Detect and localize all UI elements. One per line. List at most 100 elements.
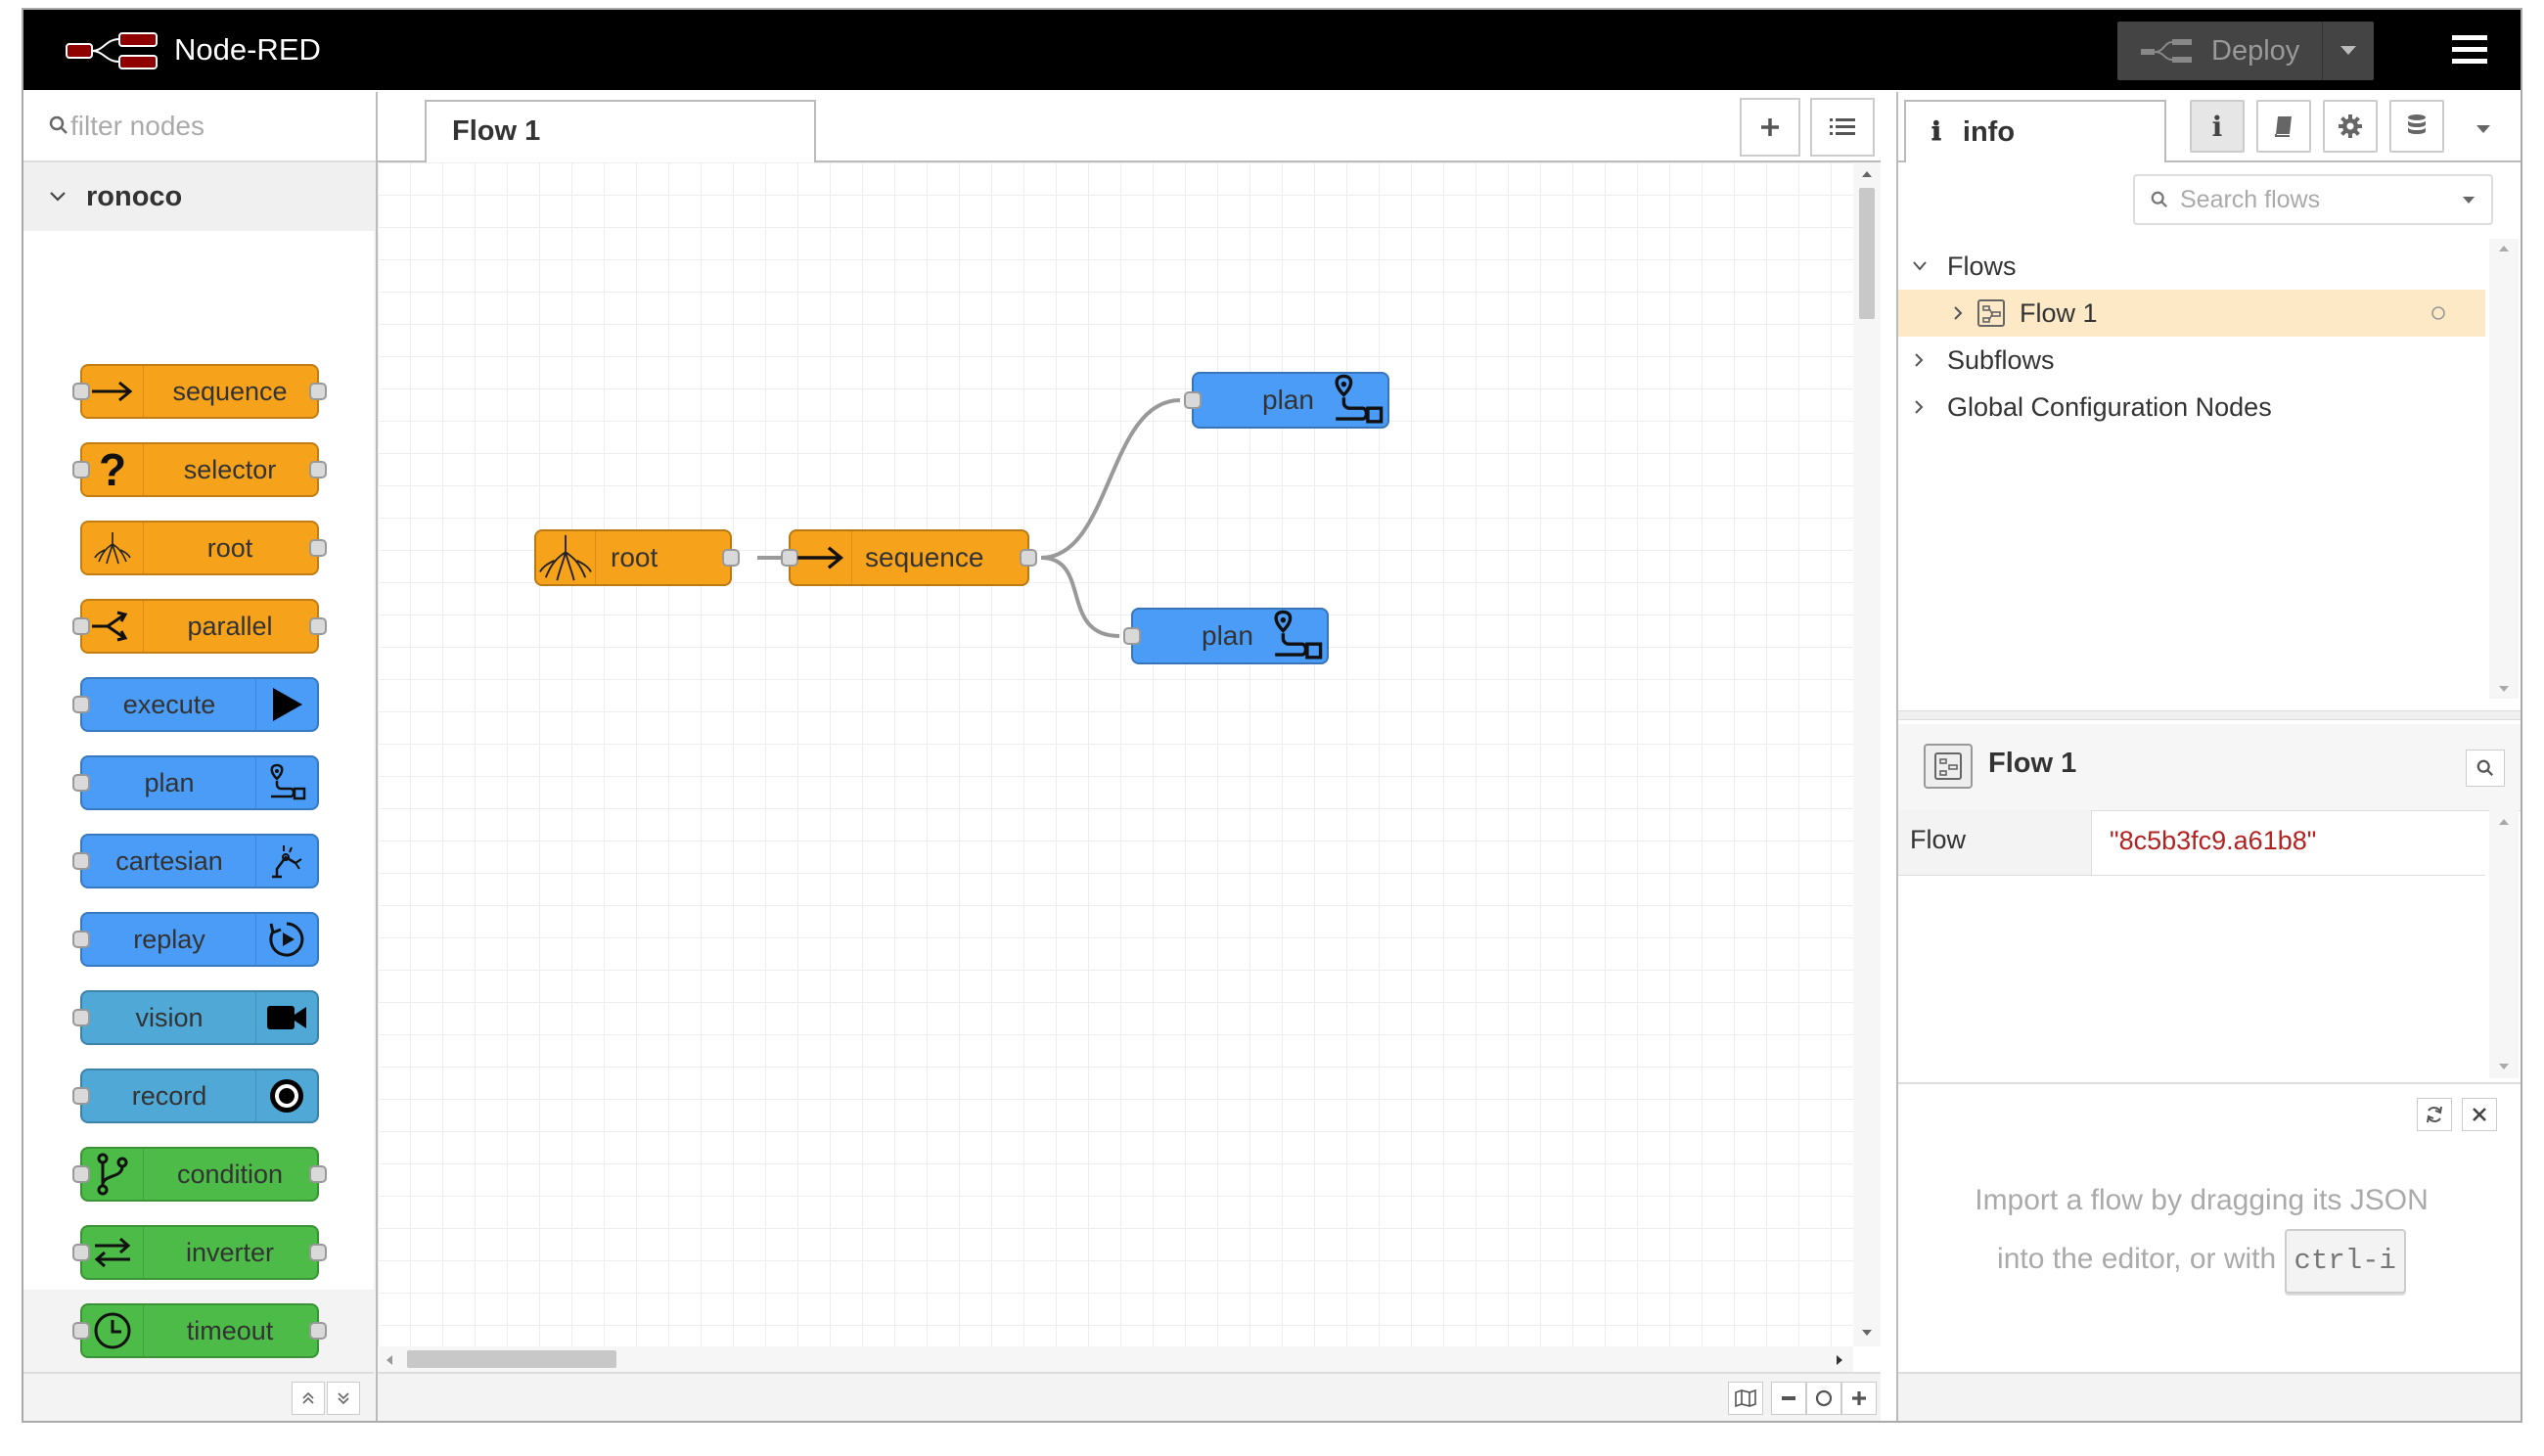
palette-node-selector[interactable]: ? selector bbox=[72, 442, 327, 497]
sidebar-splitter[interactable] bbox=[1898, 710, 2521, 720]
replay-icon bbox=[255, 914, 317, 965]
deploy-dropdown-button[interactable] bbox=[2322, 22, 2374, 80]
palette-node-cartesian[interactable]: cartesian bbox=[72, 834, 319, 888]
caret-down-icon[interactable] bbox=[2462, 196, 2476, 205]
palette-footer bbox=[23, 1372, 374, 1421]
collapse-all-button[interactable] bbox=[292, 1382, 325, 1415]
search-icon bbox=[2476, 759, 2493, 776]
properties-scrollbar[interactable] bbox=[2489, 810, 2519, 1078]
tree-item-global-config[interactable]: Global Configuration Nodes bbox=[1898, 384, 2485, 431]
caret-down-icon bbox=[2476, 125, 2490, 133]
output-port[interactable] bbox=[1020, 549, 1037, 567]
vertical-scrollbar[interactable] bbox=[1853, 162, 1881, 1346]
node-label: plan bbox=[1262, 385, 1314, 415]
flow-node-sequence[interactable]: sequence bbox=[781, 529, 1037, 586]
deploy-button[interactable]: Deploy bbox=[2117, 22, 2374, 80]
scroll-up-icon[interactable] bbox=[1861, 170, 1873, 178]
horizontal-scrollbar[interactable] bbox=[378, 1346, 1853, 1372]
input-port bbox=[72, 931, 90, 948]
search-flow-button[interactable] bbox=[2466, 750, 2505, 787]
output-port bbox=[309, 461, 327, 478]
context-tab-button[interactable] bbox=[2389, 100, 2444, 153]
zoom-out-button[interactable] bbox=[1771, 1382, 1806, 1415]
close-tips-button[interactable] bbox=[2462, 1098, 2497, 1131]
flow-node-root[interactable]: root bbox=[534, 529, 740, 586]
tree-item-flow-1[interactable]: Flow 1 bbox=[1898, 290, 2485, 337]
node-label: plan bbox=[1202, 620, 1253, 651]
palette-node-condition[interactable]: condition bbox=[72, 1147, 327, 1202]
zoom-in-button[interactable] bbox=[1841, 1382, 1877, 1415]
tab-flow-1[interactable]: Flow 1 bbox=[425, 100, 816, 162]
input-port[interactable] bbox=[781, 549, 798, 567]
vertical-scroll-thumb[interactable] bbox=[1859, 188, 1875, 319]
double-chevron-down-icon bbox=[338, 1392, 349, 1405]
palette-node-sequence[interactable]: sequence bbox=[72, 364, 327, 419]
refresh-tip-button[interactable] bbox=[2417, 1098, 2452, 1131]
wire-sequence-plan-top[interactable] bbox=[1040, 398, 1181, 560]
scroll-up-icon[interactable] bbox=[2498, 818, 2510, 826]
scroll-down-icon[interactable] bbox=[2498, 1063, 2510, 1070]
node-palette: ronoco sequence ? selector root bbox=[23, 92, 378, 1421]
tip-line-2-text: into the editor, or with bbox=[1997, 1243, 2277, 1275]
palette-node-parallel[interactable]: parallel bbox=[72, 599, 327, 654]
list-flows-button[interactable] bbox=[1810, 98, 1875, 157]
search-icon bbox=[49, 115, 68, 134]
scroll-right-icon[interactable] bbox=[1836, 1354, 1843, 1366]
main-menu-button[interactable] bbox=[2450, 33, 2489, 67]
config-tab-button[interactable] bbox=[2323, 100, 2378, 153]
info-icon: i bbox=[2211, 110, 2223, 143]
input-port[interactable] bbox=[1123, 627, 1141, 645]
scroll-left-icon[interactable] bbox=[386, 1354, 393, 1366]
tree-scrollbar[interactable] bbox=[2489, 239, 2519, 699]
swap-arrows-icon bbox=[82, 1227, 144, 1278]
tab-info[interactable]: ℹ info bbox=[1904, 100, 2166, 162]
wires-layer bbox=[757, 398, 1181, 638]
tree-label: Global Configuration Nodes bbox=[1947, 391, 2272, 422]
add-flow-button[interactable] bbox=[1740, 98, 1800, 157]
palette-node-execute[interactable]: execute bbox=[72, 677, 319, 732]
sidebar-tabbar: ℹ info i bbox=[1898, 92, 2521, 162]
node-label: condition bbox=[176, 1160, 284, 1189]
palette-category-header[interactable]: ronoco bbox=[23, 162, 376, 231]
flow-node-plan-bottom[interactable]: plan bbox=[1123, 608, 1329, 664]
scroll-down-icon[interactable] bbox=[2498, 685, 2510, 693]
palette-node-inverter[interactable]: inverter bbox=[72, 1225, 327, 1280]
sidebar-menu-dropdown[interactable] bbox=[2464, 110, 2503, 149]
filter-nodes-input[interactable] bbox=[68, 106, 366, 147]
palette-node-replay[interactable]: replay bbox=[72, 912, 319, 967]
wire-sequence-plan-bottom[interactable] bbox=[1040, 556, 1120, 638]
palette-node-timeout[interactable]: timeout bbox=[72, 1303, 327, 1358]
horizontal-scroll-thumb[interactable] bbox=[407, 1350, 616, 1368]
scroll-up-icon[interactable] bbox=[2498, 245, 2510, 252]
node-red-logo-icon bbox=[66, 32, 158, 69]
node-label: sequence bbox=[172, 377, 288, 406]
input-port bbox=[72, 1244, 90, 1261]
fork-icon bbox=[82, 601, 144, 652]
input-port[interactable] bbox=[1184, 391, 1202, 409]
tree-item-subflows[interactable]: Subflows bbox=[1898, 337, 2485, 384]
header-bar: Node-RED Deploy bbox=[23, 10, 2521, 90]
output-port bbox=[309, 539, 327, 557]
output-port[interactable] bbox=[722, 549, 740, 567]
chevron-down-icon bbox=[1913, 261, 1927, 271]
palette-node-vision[interactable]: vision bbox=[72, 990, 319, 1045]
info-tab-button[interactable]: i bbox=[2190, 100, 2245, 153]
palette-node-plan[interactable]: plan bbox=[72, 755, 319, 810]
tree-item-flows[interactable]: Flows bbox=[1898, 243, 2485, 290]
flow-canvas[interactable]: root sequence plan bbox=[378, 162, 1853, 1346]
minus-icon bbox=[1782, 1396, 1795, 1400]
expand-all-button[interactable] bbox=[327, 1382, 360, 1415]
help-tab-button[interactable] bbox=[2256, 100, 2311, 153]
zoom-reset-button[interactable] bbox=[1806, 1382, 1841, 1415]
node-red-editor: Node-RED Deploy bbox=[22, 8, 2522, 1423]
navigator-button[interactable] bbox=[1728, 1382, 1763, 1415]
flow-node-plan-top[interactable]: plan bbox=[1184, 372, 1389, 429]
search-flows-input[interactable]: Search flows bbox=[2133, 174, 2493, 225]
palette-node-record[interactable]: record bbox=[72, 1069, 319, 1123]
chevron-right-icon bbox=[1954, 306, 1963, 320]
tip-line-2: into the editor, or with ctrl-i bbox=[1898, 1229, 2505, 1294]
search-icon bbox=[2151, 191, 2167, 207]
output-port bbox=[309, 1244, 327, 1261]
palette-node-root[interactable]: root bbox=[80, 521, 327, 575]
scroll-down-icon[interactable] bbox=[1861, 1329, 1873, 1337]
